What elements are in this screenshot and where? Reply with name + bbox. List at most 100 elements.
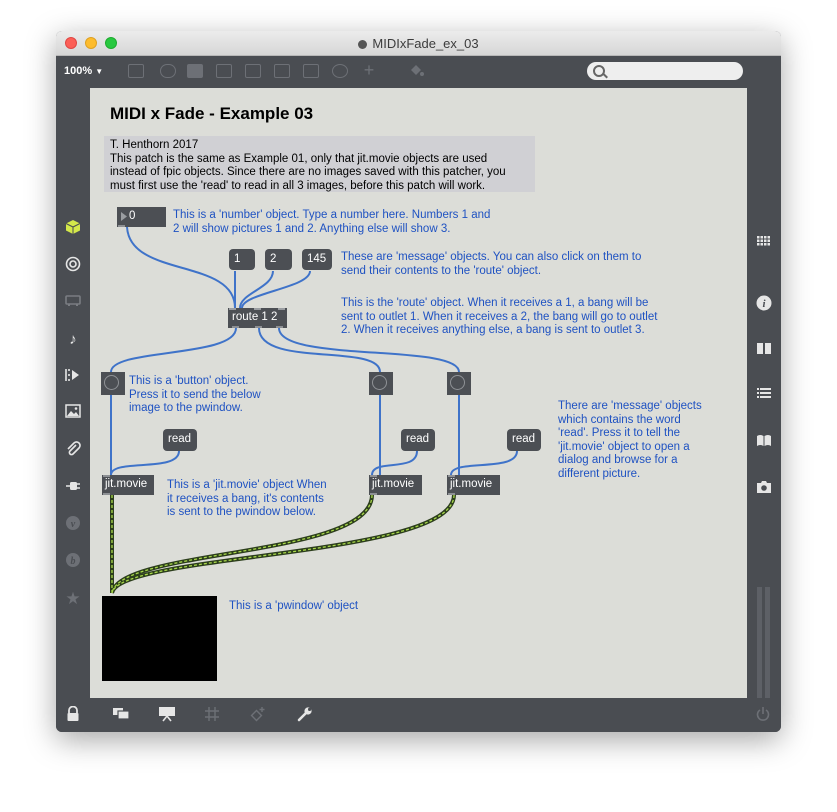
toggle-icon[interactable]: [216, 64, 232, 78]
comment-line: This is a 'number' object. Type a number…: [173, 209, 491, 221]
inlet[interactable]: [278, 308, 285, 310]
plug-icon[interactable]: [63, 478, 83, 498]
route-label: route 1 2: [232, 311, 278, 323]
route-object[interactable]: route 1 2: [228, 308, 287, 328]
target-icon[interactable]: [63, 256, 83, 276]
presentation-icon[interactable]: [128, 64, 144, 78]
patch-cord[interactable]: [239, 270, 274, 309]
wand-icon[interactable]: [249, 706, 267, 724]
snapshot-icon[interactable]: [754, 479, 774, 499]
paperclip-icon[interactable]: [63, 441, 83, 461]
number-comment: This is a 'number' object. Type a number…: [173, 209, 490, 236]
play-icon[interactable]: [274, 64, 290, 78]
jit-movie-2[interactable]: jit.movie: [369, 475, 422, 495]
book-icon[interactable]: [754, 341, 774, 361]
cube-icon[interactable]: [63, 219, 83, 239]
dial-icon[interactable]: [332, 64, 348, 78]
grid-icon[interactable]: [754, 233, 774, 253]
comment-line: 2 will show pictures 1 and 2. Anything e…: [173, 222, 451, 235]
outlet[interactable]: [232, 326, 239, 328]
matrix-cord[interactable]: [111, 494, 455, 594]
jit-movie-1[interactable]: jit.movie: [102, 475, 154, 495]
number-value: 0: [129, 210, 136, 222]
movie-comment: This is a 'jit.movie' object When it rec…: [167, 479, 327, 520]
bang-button-2[interactable]: [369, 372, 393, 395]
bang-circle: [372, 375, 387, 390]
document-icon: [358, 40, 368, 49]
patch-cord[interactable]: [258, 327, 381, 373]
outlet[interactable]: [370, 493, 377, 495]
info-icon[interactable]: i: [754, 295, 774, 315]
search-input[interactable]: [587, 62, 743, 80]
window-icon[interactable]: [112, 706, 130, 724]
grid-icon[interactable]: [203, 706, 221, 724]
svg-text:i: i: [762, 298, 766, 310]
patch-cord[interactable]: [110, 450, 180, 476]
read-message-3[interactable]: read: [507, 429, 541, 451]
patch-cord[interactable]: [371, 450, 418, 476]
outlet[interactable]: [276, 326, 283, 328]
zoom-menu[interactable]: 100% ▼: [64, 65, 103, 77]
read-message-1[interactable]: read: [163, 429, 197, 451]
button-comment: This is a 'button' object. Press it to s…: [129, 375, 261, 416]
paint-bucket-icon[interactable]: [408, 64, 424, 78]
star-icon[interactable]: ★: [65, 589, 81, 608]
svg-text:b: b: [71, 556, 76, 567]
patch-cord[interactable]: [278, 327, 460, 373]
inlet[interactable]: [448, 475, 455, 477]
matrix-cord[interactable]: [111, 494, 373, 594]
comment-line: is sent to the pwindow below.: [167, 506, 316, 518]
inlet[interactable]: [229, 308, 236, 310]
power-icon[interactable]: [754, 706, 772, 724]
patch-cord[interactable]: [450, 450, 518, 476]
patch-cord[interactable]: [241, 270, 311, 309]
outlet[interactable]: [448, 493, 455, 495]
bang-button-1[interactable]: [101, 372, 125, 395]
inlet[interactable]: [370, 475, 377, 477]
patcher-canvas[interactable]: MIDI x Fade - Example 03 T. Henthorn 201…: [90, 88, 747, 698]
outlet[interactable]: [255, 326, 262, 328]
message-box-2[interactable]: 2: [265, 249, 292, 270]
jit-movie-3[interactable]: jit.movie: [447, 475, 500, 495]
inlet[interactable]: [254, 308, 261, 310]
v-icon[interactable]: v: [63, 515, 83, 535]
b-icon[interactable]: b: [63, 552, 83, 572]
patch-cord[interactable]: [110, 327, 237, 373]
slider-icon[interactable]: [303, 64, 319, 78]
patch-cords: [110, 226, 518, 594]
add-icon[interactable]: +: [363, 60, 375, 80]
message-box-145[interactable]: 145: [302, 249, 332, 270]
list-icon[interactable]: [754, 387, 774, 407]
message-text: 2: [270, 253, 277, 265]
close-button[interactable]: [65, 37, 77, 49]
number-icon[interactable]: [245, 64, 261, 78]
bus-icon[interactable]: [63, 293, 83, 313]
outlet[interactable]: [118, 225, 125, 227]
wrench-icon[interactable]: [296, 706, 314, 724]
patch-cord[interactable]: [126, 226, 236, 309]
message-icon[interactable]: [160, 64, 176, 78]
window-title: MIDIxFade_ex_03: [56, 36, 781, 51]
message-text: 145: [307, 253, 327, 265]
image-icon[interactable]: [63, 404, 83, 424]
step-icon[interactable]: [63, 367, 83, 387]
message-box-1[interactable]: 1: [229, 249, 255, 270]
minimize-button[interactable]: [85, 37, 97, 49]
comment-icon[interactable]: [187, 64, 203, 78]
comment-line: 'read'. Press it to tell the: [558, 427, 681, 439]
route-comment: This is the 'route' object. When it rece…: [341, 297, 657, 338]
read-message-2[interactable]: read: [401, 429, 435, 451]
music-note-icon[interactable]: ♪: [69, 331, 77, 348]
lock-icon[interactable]: [64, 705, 82, 724]
number-box[interactable]: 0: [117, 207, 166, 227]
inlet[interactable]: [103, 475, 110, 477]
pwindow[interactable]: [102, 596, 217, 681]
read-comment: There are 'message' objects which contai…: [558, 400, 702, 481]
reference-icon[interactable]: [754, 433, 774, 453]
maximize-button[interactable]: [105, 37, 117, 49]
movie-label: jit.movie: [450, 478, 493, 490]
outlet[interactable]: [103, 493, 110, 495]
bang-circle: [450, 375, 465, 390]
bang-button-3[interactable]: [447, 372, 471, 395]
presentation-icon[interactable]: [158, 706, 176, 724]
